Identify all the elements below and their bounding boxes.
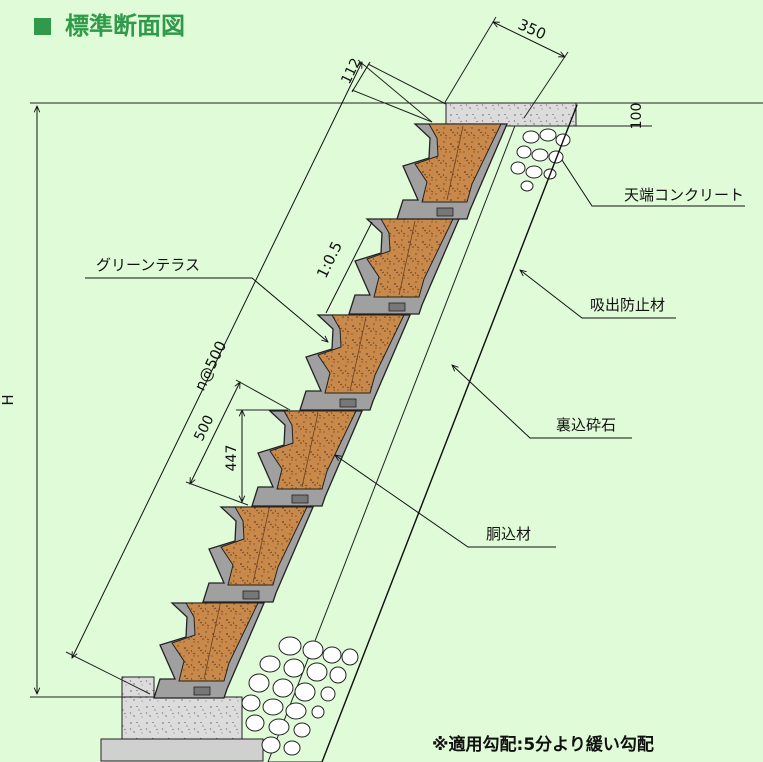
leader-top-concrete bbox=[561, 159, 745, 207]
leader-green-terrace bbox=[85, 277, 328, 342]
block-connector bbox=[193, 686, 211, 696]
dim-width: 350 bbox=[515, 15, 548, 43]
slope-line bbox=[325, 221, 373, 314]
terrace-block bbox=[202, 506, 314, 603]
dim-thickness: 112 bbox=[338, 56, 364, 87]
note-text: ※適用勾配:5分より緩い勾配 bbox=[432, 734, 654, 755]
top-concrete bbox=[445, 102, 577, 127]
dim-inner-height: 447 bbox=[224, 445, 240, 472]
title-text: 標準断面図 bbox=[65, 12, 185, 40]
soil-seam bbox=[398, 220, 416, 296]
unit-ext-top bbox=[235, 379, 291, 411]
foundation-base bbox=[100, 738, 264, 762]
label-backfill: 裏込砕石 bbox=[556, 416, 616, 434]
block-connector bbox=[388, 302, 406, 312]
block-stack bbox=[153, 123, 508, 699]
thickness-dim-line bbox=[351, 61, 371, 93]
width-ext-left bbox=[443, 16, 497, 105]
block-connector bbox=[436, 207, 454, 217]
unit-dim-line bbox=[190, 382, 240, 484]
label-top-concrete: 天端コンクリート bbox=[624, 186, 744, 204]
dim-top-height: 100 bbox=[629, 103, 645, 130]
width-ext-right bbox=[523, 51, 569, 119]
dim-h: H bbox=[0, 394, 17, 405]
pitch-ext-bottom bbox=[65, 651, 151, 695]
thickness-ext-b bbox=[351, 89, 433, 123]
thickness-ext-a bbox=[367, 63, 447, 105]
page-title: 標準断面図 bbox=[34, 6, 185, 41]
terrace-block bbox=[153, 602, 265, 699]
label-green-terrace: グリーンテラス bbox=[96, 256, 200, 274]
soil-fill bbox=[414, 123, 502, 203]
terrace-block bbox=[299, 314, 411, 411]
terrace-block bbox=[348, 218, 460, 315]
dim-slope: 1:0.5 bbox=[313, 239, 346, 281]
title-square-icon bbox=[34, 18, 51, 35]
terrace-block bbox=[251, 410, 363, 507]
leader-backfill bbox=[452, 365, 632, 439]
block-connector bbox=[339, 398, 357, 408]
block-connector bbox=[242, 590, 260, 600]
leader-drain bbox=[520, 270, 676, 319]
gravel-bottom bbox=[241, 636, 359, 756]
foundation-concrete bbox=[121, 696, 243, 740]
drain-line bbox=[321, 104, 578, 762]
unit-ext-bottom bbox=[185, 481, 249, 506]
dim-unit-height: 500 bbox=[191, 413, 217, 444]
gravel-top bbox=[510, 128, 571, 192]
label-fill: 胴込材 bbox=[486, 525, 531, 543]
pitch-dim-line bbox=[72, 62, 362, 658]
leader-fill bbox=[335, 455, 556, 548]
terrace-block bbox=[396, 123, 508, 220]
soil-seam bbox=[446, 125, 464, 201]
dim-pitch: n@500 bbox=[191, 338, 230, 394]
width-dim-line bbox=[493, 22, 565, 57]
label-drain: 吸出防止材 bbox=[590, 296, 665, 314]
pitch-ext-top bbox=[357, 59, 433, 123]
block-connector bbox=[291, 494, 309, 504]
soil-fill bbox=[366, 218, 454, 298]
